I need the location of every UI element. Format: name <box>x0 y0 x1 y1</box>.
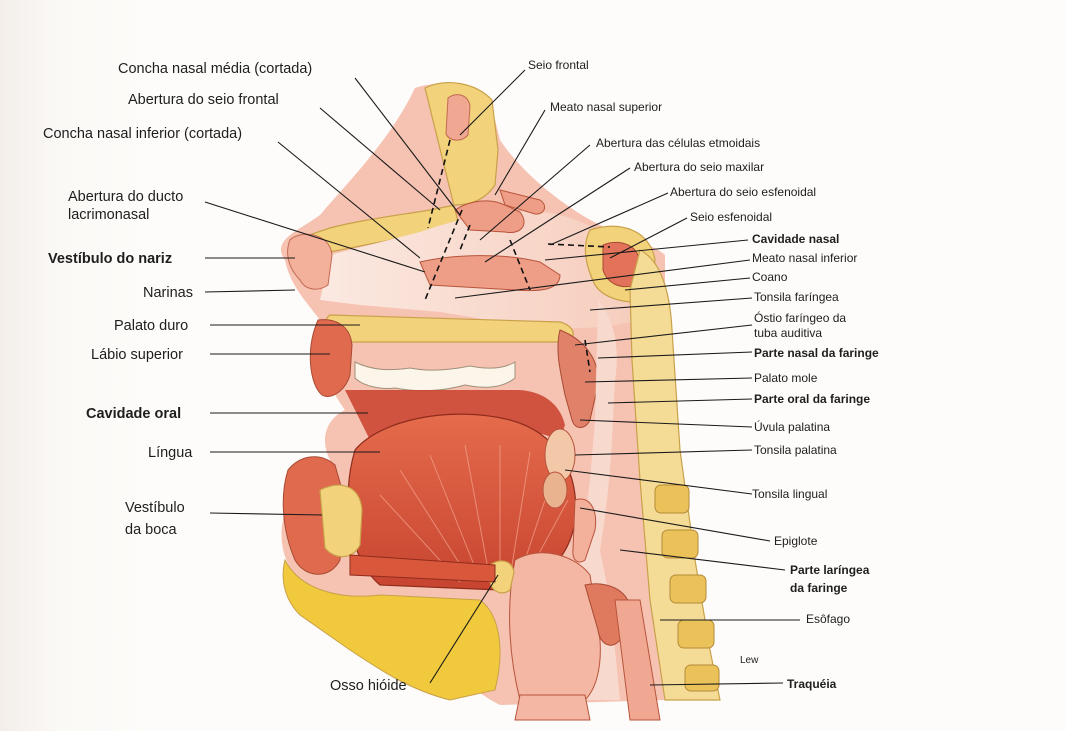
trachea <box>515 695 590 720</box>
label-abertura-seio-esfenoidal: Abertura do seio esfenoidal <box>670 185 816 199</box>
label-epiglote: Epiglote <box>774 534 818 548</box>
upper-lip <box>310 320 352 397</box>
label-abertura-seio-frontal: Abertura do seio frontal <box>128 92 279 108</box>
label-traqueia: Traquéia <box>787 677 837 691</box>
label-lingua: Língua <box>148 445 193 461</box>
label-tonsila-lingual: Tonsila lingual <box>752 487 827 501</box>
label-labio-superior: Lábio superior <box>91 347 183 363</box>
label-ostio-line1: Óstio faríngeo da <box>754 310 846 325</box>
label-concha-media: Concha nasal média (cortada) <box>118 61 312 77</box>
label-ostio-line2: tuba auditiva <box>754 326 822 340</box>
label-uvula: Úvula palatina <box>754 419 830 434</box>
mandible <box>320 485 362 556</box>
label-vestibulo-nariz: Vestíbulo do nariz <box>48 251 172 267</box>
label-cavidade-oral: Cavidade oral <box>86 406 181 422</box>
label-ducto-line1: Abertura do ducto <box>68 189 183 205</box>
label-seio-esfenoidal: Seio esfenoidal <box>690 210 772 224</box>
label-vest-boca-line2: da boca <box>125 522 178 538</box>
label-tonsila-palatina: Tonsila palatina <box>754 443 837 457</box>
label-esofago: Esôfago <box>806 612 850 626</box>
artist-signature: Lew <box>740 655 759 666</box>
label-palato-mole: Palato mole <box>754 371 818 385</box>
label-narinas: Narinas <box>143 285 193 301</box>
label-seio-frontal: Seio frontal <box>528 58 589 72</box>
label-parte-oral: Parte oral da faringe <box>754 392 870 406</box>
label-laringea-line2: da faringe <box>790 581 848 595</box>
label-celulas-etmoidais: Abertura das células etmoidais <box>596 136 760 150</box>
label-seio-maxilar: Abertura do seio maxilar <box>634 160 764 174</box>
label-vest-boca-line1: Vestíbulo <box>125 500 185 516</box>
label-laringea-line1: Parte laríngea <box>790 563 870 577</box>
frontal-sinus <box>446 95 470 140</box>
label-parte-nasal: Parte nasal da faringe <box>754 346 879 360</box>
label-tonsila-faringea: Tonsila faríngea <box>754 290 839 304</box>
label-osso-hioide: Osso hióide <box>330 678 407 694</box>
label-coano: Coano <box>752 270 788 284</box>
label-meato-superior: Meato nasal superior <box>550 100 662 114</box>
label-cavidade-nasal: Cavidade nasal <box>752 232 839 246</box>
label-palato-duro: Palato duro <box>114 318 188 334</box>
label-concha-inferior: Concha nasal inferior (cortada) <box>43 126 242 142</box>
label-ducto-line2: lacrimonasal <box>68 207 149 223</box>
lingual-tonsil <box>543 472 567 508</box>
larynx <box>510 553 601 700</box>
label-meato-inferior: Meato nasal inferior <box>752 251 857 265</box>
